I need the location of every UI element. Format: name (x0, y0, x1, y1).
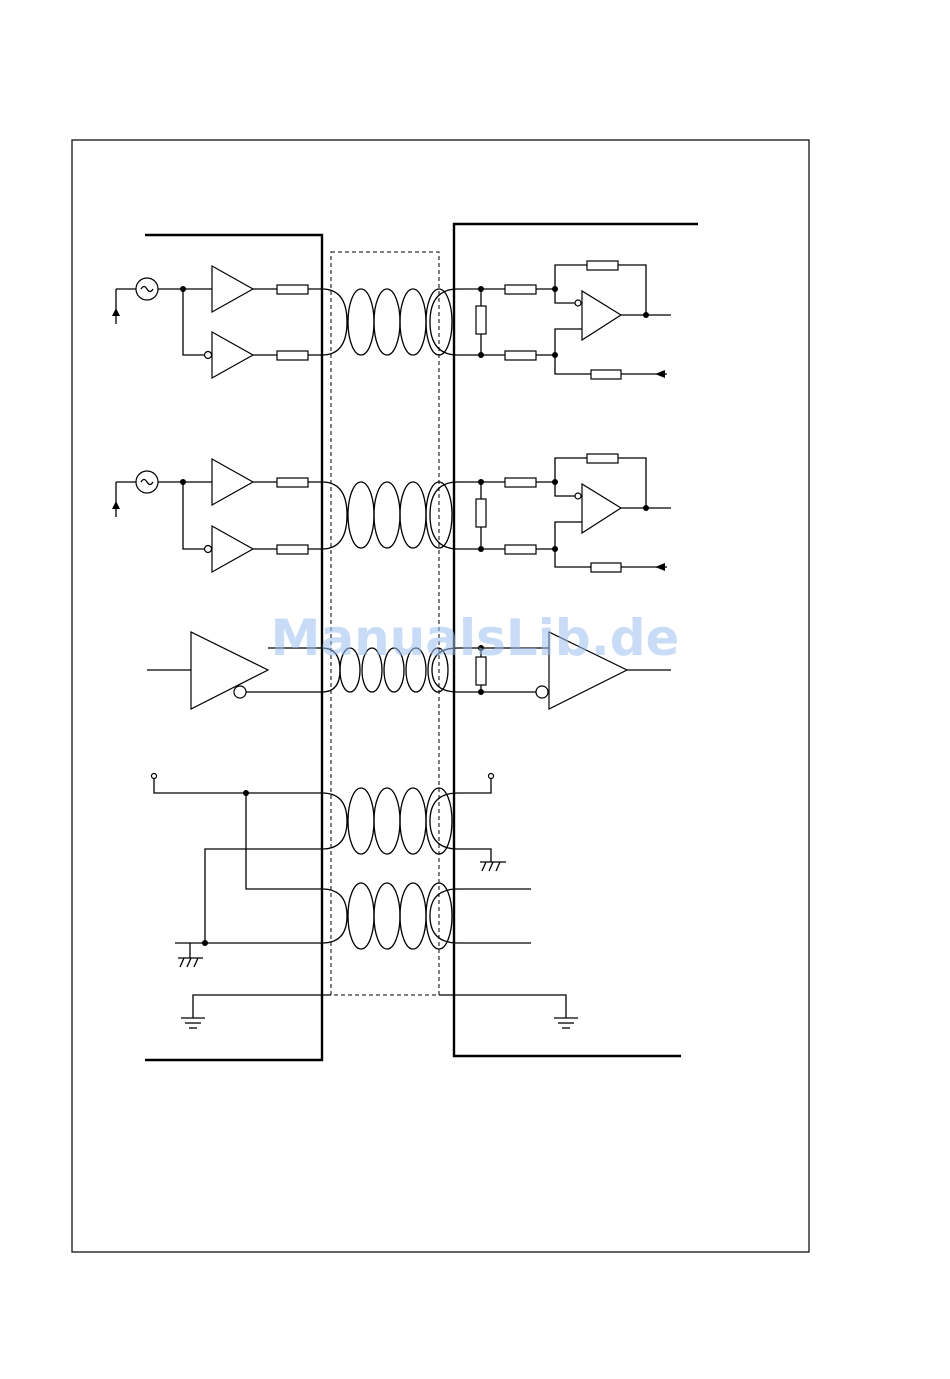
termination-resistor (476, 306, 486, 334)
driver-amplifier (212, 459, 253, 505)
resistor (277, 285, 308, 294)
inverting-driver (212, 526, 253, 572)
resistor (505, 545, 536, 554)
earth-ground-icon (554, 1018, 578, 1028)
earth-ground-icon (181, 1018, 205, 1028)
chassis-ground-icon (480, 862, 506, 871)
inverting-driver (212, 332, 253, 378)
twisted-pair-icon (348, 883, 452, 949)
channel-1 (112, 261, 671, 379)
resistor (277, 351, 308, 360)
feedback-resistor (587, 454, 618, 463)
resistor (277, 545, 308, 554)
resistor (505, 285, 536, 294)
twisted-pair-icon (348, 788, 452, 854)
line-driver (191, 632, 268, 709)
op-amp (582, 484, 621, 533)
feedback-resistor (587, 261, 618, 270)
channel-2 (112, 454, 671, 572)
chassis-ground-icon (178, 958, 203, 967)
resistor (505, 351, 536, 360)
resistor (591, 370, 621, 379)
resistor (505, 478, 536, 487)
op-amp (582, 291, 621, 340)
driver-amplifier (212, 266, 253, 312)
resistor (591, 563, 621, 572)
watermark-text: ManualsLib.de (271, 609, 680, 667)
termination-resistor (476, 499, 486, 527)
channel-4 (152, 774, 579, 1029)
resistor (277, 478, 308, 487)
